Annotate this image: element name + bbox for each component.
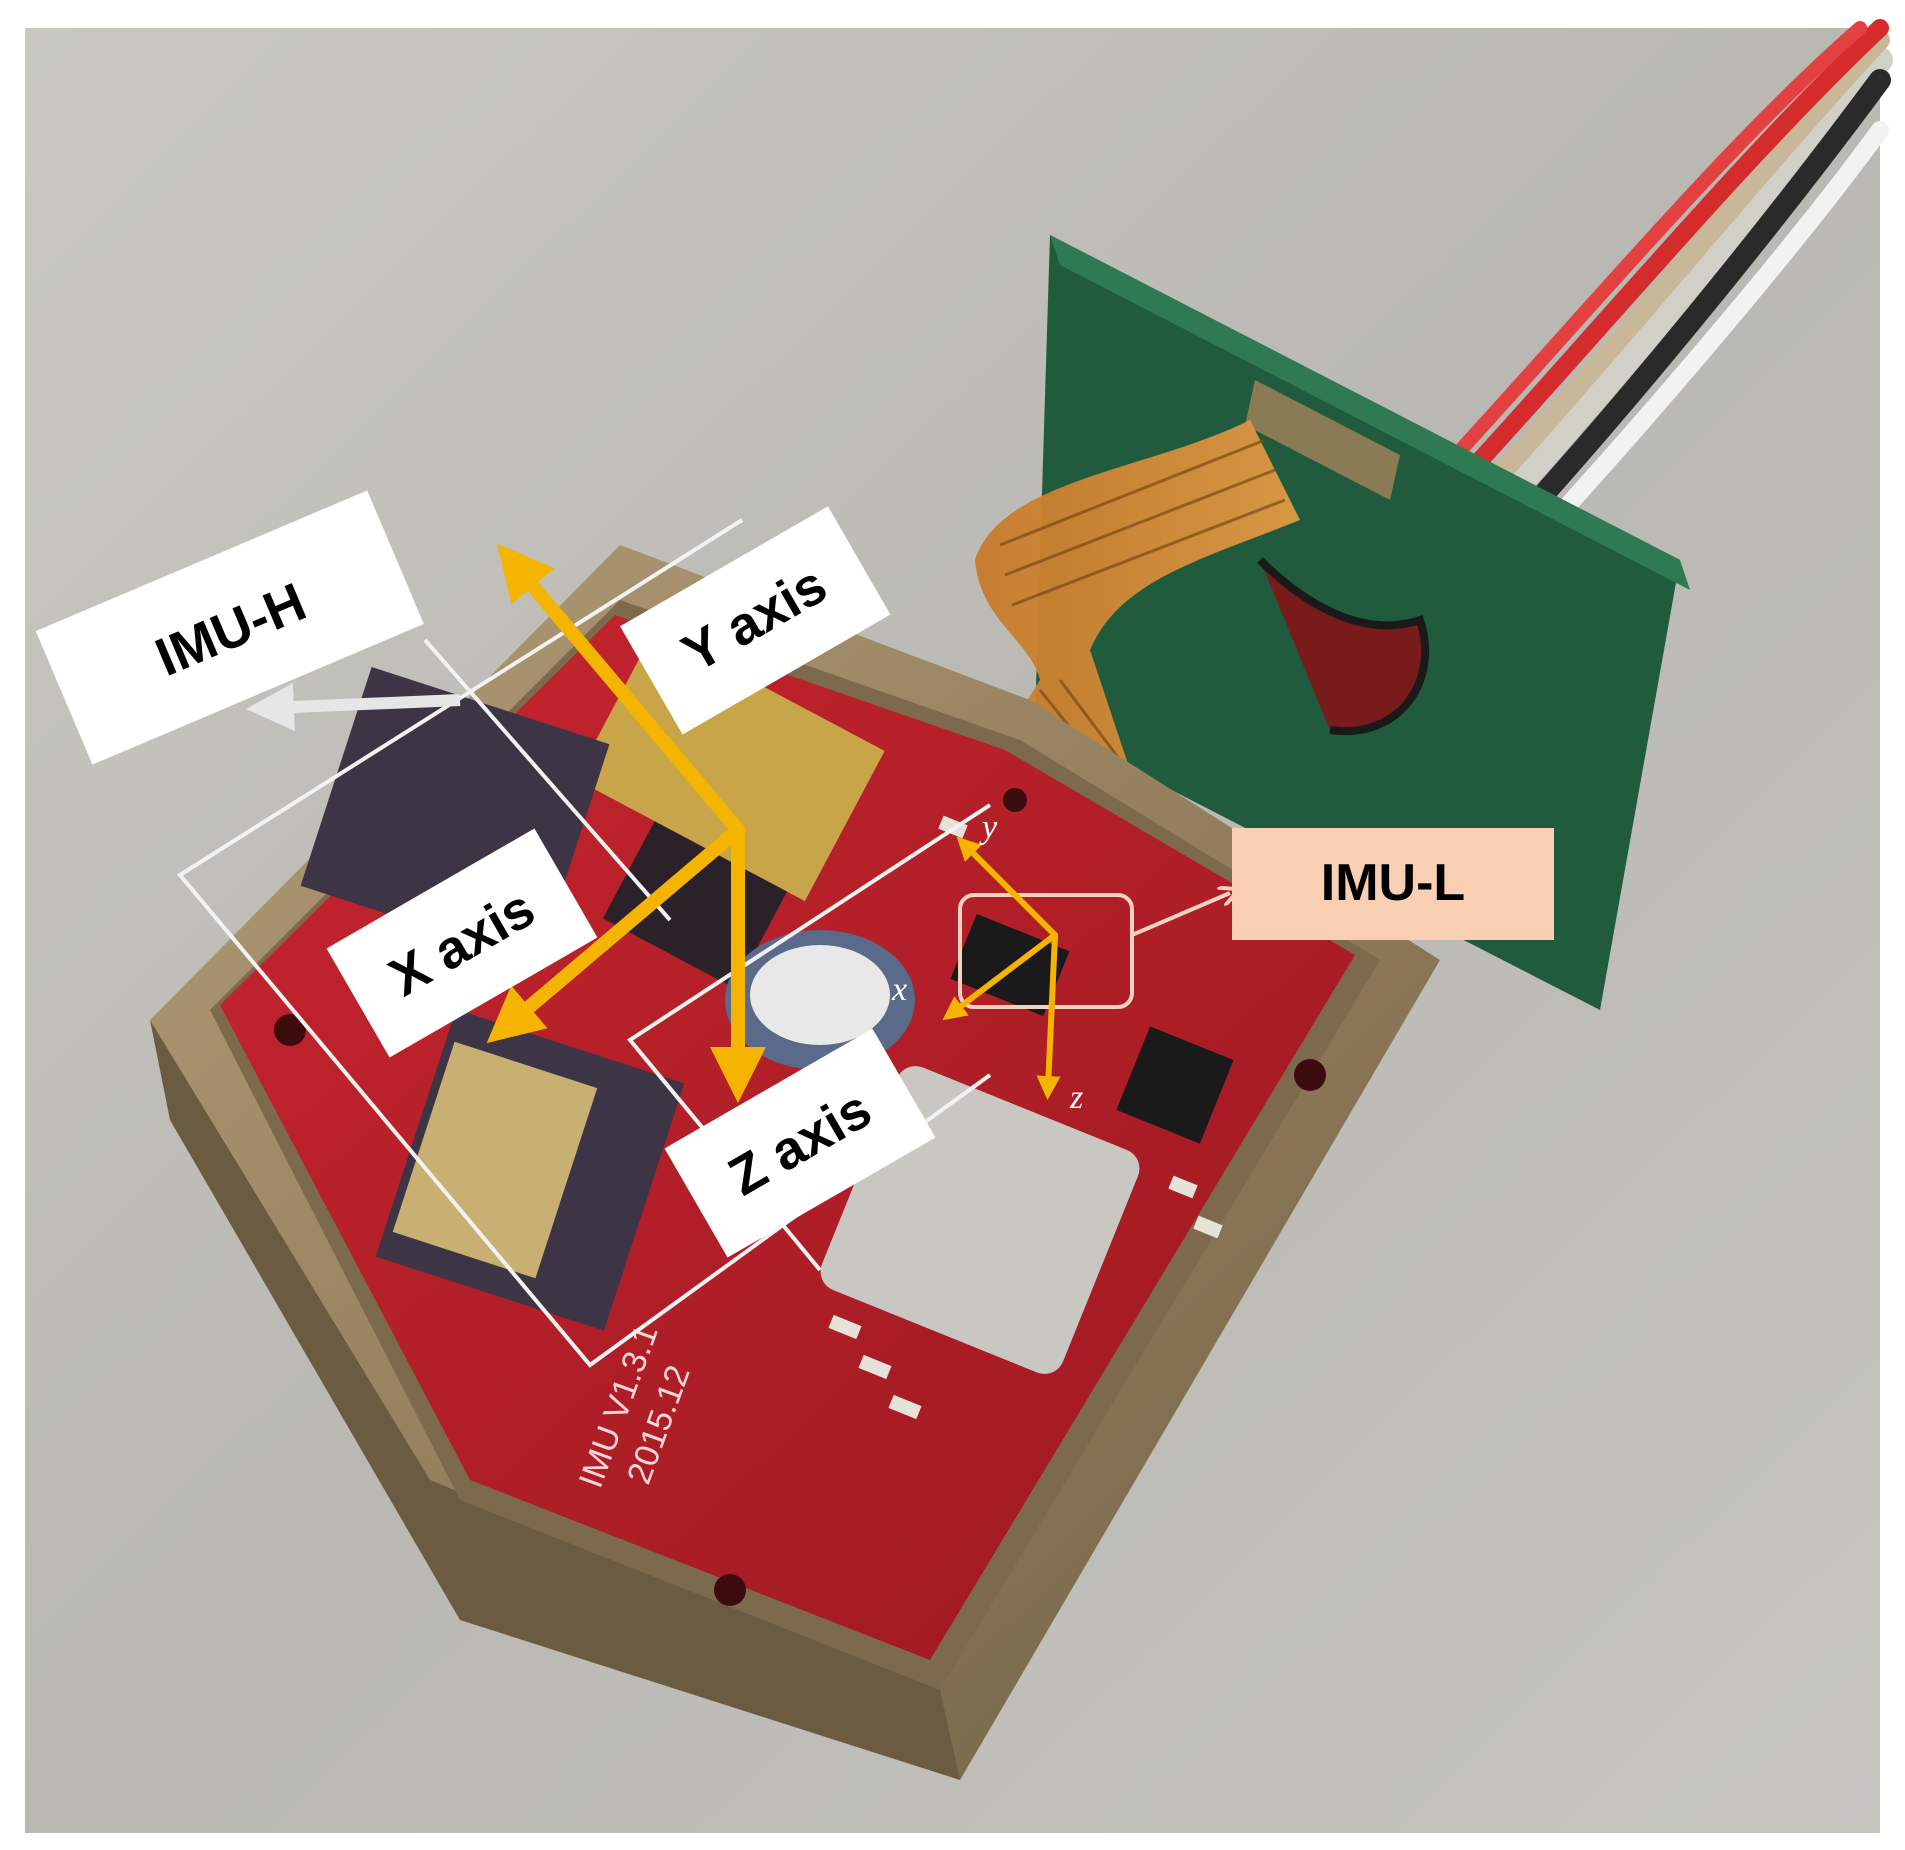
imu-l-x-arrow — [942, 932, 1058, 1021]
y-axis-label-box — [620, 506, 891, 735]
gyro-module — [575, 628, 885, 902]
imu-h-label: IMU-H — [35, 490, 424, 765]
imu-l-z-label: z — [1069, 1079, 1083, 1116]
imu-h-pointer-arrow — [246, 683, 461, 731]
imu-l-z-arrow — [1036, 932, 1061, 1100]
imu-l-y-arrow — [956, 836, 1058, 938]
imu-l-x-label: x — [891, 971, 907, 1008]
x-axis-arrow — [486, 823, 745, 1044]
x-axis-label-box — [326, 828, 598, 1058]
imu-l-label-box — [1232, 828, 1554, 940]
imu-h-label-box — [35, 490, 424, 765]
imu-h-axes — [486, 543, 766, 1103]
y-axis-arrow — [496, 543, 745, 837]
z-axis-label-box — [664, 1028, 936, 1258]
imu-l-pointer-arrow — [1131, 893, 1230, 937]
imu-l-label-text: IMU-L — [1321, 854, 1465, 912]
imu-l-highlight-box — [958, 893, 1134, 1009]
imu-l-label: IMU-L — [1232, 828, 1554, 940]
connector-board — [1035, 235, 1690, 1010]
y-axis-label: Y axis — [620, 506, 891, 735]
imu-l-axes — [942, 836, 1061, 1100]
imu-l-y-label: y — [979, 809, 998, 846]
flex-ribbon — [975, 420, 1300, 800]
